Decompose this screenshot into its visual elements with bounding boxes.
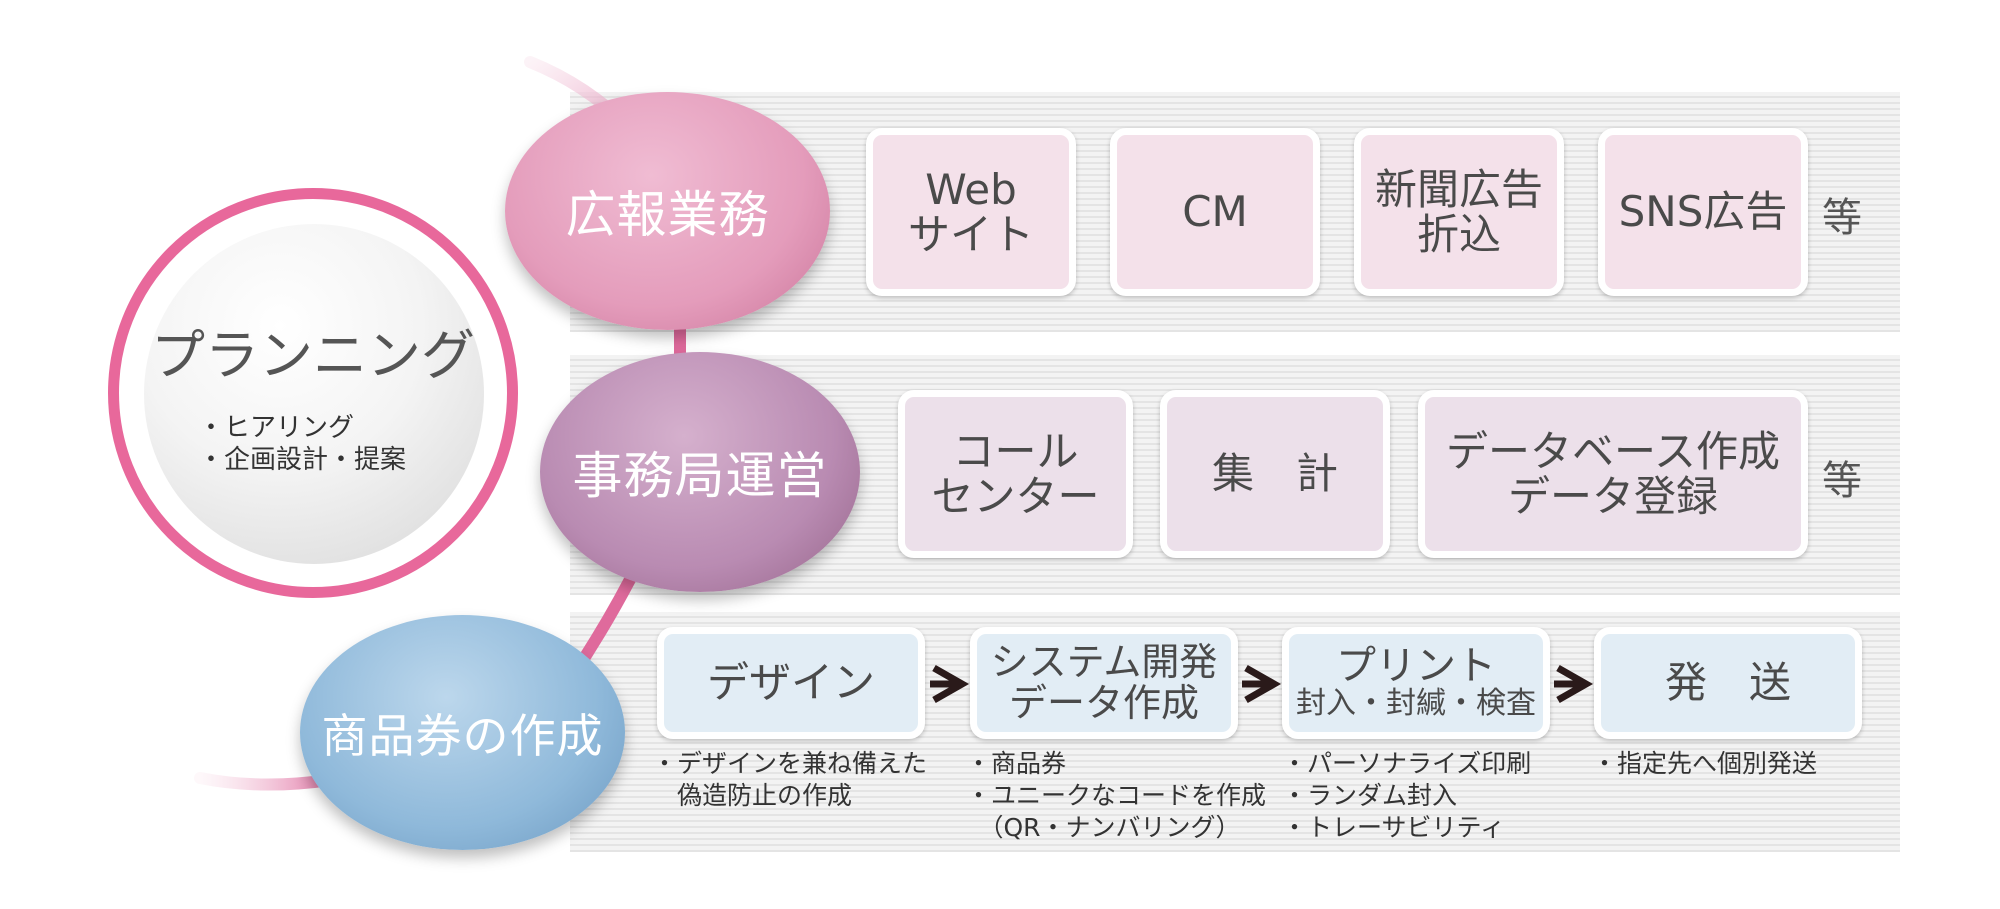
office-item-callcenter-line2: センター: [931, 472, 1100, 521]
note-line: ・デザインを兼ね備えた: [652, 749, 928, 778]
office-item-tally-line1: 集 計: [1211, 449, 1338, 499]
note-line: ・ユニークなコードを作成: [966, 781, 1267, 810]
planning-circle: プランニング: [108, 188, 518, 598]
voucher-step-print-line2: 封入・封緘・検査: [1296, 686, 1536, 722]
pr-ellipse: 広報業務: [505, 92, 830, 330]
pr-item-newspaper: 新聞広告折込: [1354, 128, 1564, 296]
right-arrow-icon: [1554, 664, 1594, 704]
right-arrow-icon: [1242, 664, 1282, 704]
voucher-step-print: プリント封入・封緘・検査: [1282, 627, 1550, 739]
voucher-step-design-line1: デザイン: [706, 658, 875, 708]
pr-etc: 等: [1822, 195, 1862, 241]
office-item-callcenter-line1: コール: [952, 426, 1079, 476]
office-label: 事務局運営: [572, 447, 828, 505]
voucher-step-ship: 発 送: [1594, 627, 1862, 739]
office-item-database: データベース作成データ登録: [1418, 390, 1808, 558]
note-line: （QR・ナンバリング）: [966, 813, 1241, 842]
pr-item-newspaper-line1: 新聞広告: [1374, 164, 1543, 214]
planning-title: プランニング: [151, 324, 475, 387]
voucher-note-print: ・パーソナライズ印刷 ・ランダム封入 ・トレーサビリティ: [1282, 748, 1531, 844]
note-line: 偽造防止の作成: [652, 781, 853, 810]
office-item-tally: 集 計: [1160, 390, 1390, 558]
pr-item-newspaper-line2: 折込: [1416, 210, 1501, 259]
office-item-callcenter: コールセンター: [898, 390, 1133, 558]
pr-item-cm-line1: CM: [1182, 187, 1248, 237]
pr-item-sns: SNS広告: [1598, 128, 1808, 296]
note-line: ・トレーサビリティ: [1282, 813, 1506, 842]
office-etc: 等: [1822, 458, 1862, 504]
pr-item-cm: CM: [1110, 128, 1320, 296]
office-item-database-line2: データ登録: [1507, 472, 1718, 521]
planning-bullet: ・企画設計・提案: [198, 445, 407, 475]
voucher-note-system: ・商品券 ・ユニークなコードを作成 （QR・ナンバリング）: [966, 748, 1266, 844]
voucher-step-system-line1: システム開発: [990, 639, 1218, 684]
note-line: ・指定先へ個別発送: [1592, 749, 1818, 778]
voucher-note-design: ・デザインを兼ね備えた 偽造防止の作成: [652, 748, 927, 812]
note-line: ・ランダム封入: [1282, 781, 1458, 810]
voucher-step-print-line1: プリント: [1336, 643, 1496, 690]
pr-item-sns-line1: SNS広告: [1618, 187, 1788, 237]
voucher-label: 商品券の作成: [321, 708, 604, 763]
pr-item-web-line1: Web: [925, 164, 1017, 214]
office-ellipse: 事務局運営: [540, 352, 860, 592]
pr-item-web-line2: サイト: [907, 210, 1034, 259]
voucher-step-design: デザイン: [657, 627, 925, 739]
planning-bullet: ・ヒアリング: [198, 413, 355, 443]
planning-bullets: ・ヒアリング ・企画設計・提案: [198, 412, 406, 476]
voucher-ellipse: 商品券の作成: [300, 615, 625, 850]
voucher-note-ship: ・指定先へ個別発送: [1592, 748, 1817, 780]
note-line: ・商品券: [966, 749, 1067, 778]
voucher-step-system-line2: データ作成: [1008, 681, 1199, 725]
planning-inner: [144, 224, 484, 564]
office-item-database-line1: データベース作成: [1446, 426, 1780, 476]
note-line: ・パーソナライズ印刷: [1282, 749, 1532, 778]
pr-label: 広報業務: [565, 186, 770, 244]
voucher-step-ship-line1: 発 送: [1664, 658, 1791, 708]
voucher-step-system: システム開発データ作成: [970, 627, 1238, 739]
right-arrow-icon: [930, 664, 970, 704]
